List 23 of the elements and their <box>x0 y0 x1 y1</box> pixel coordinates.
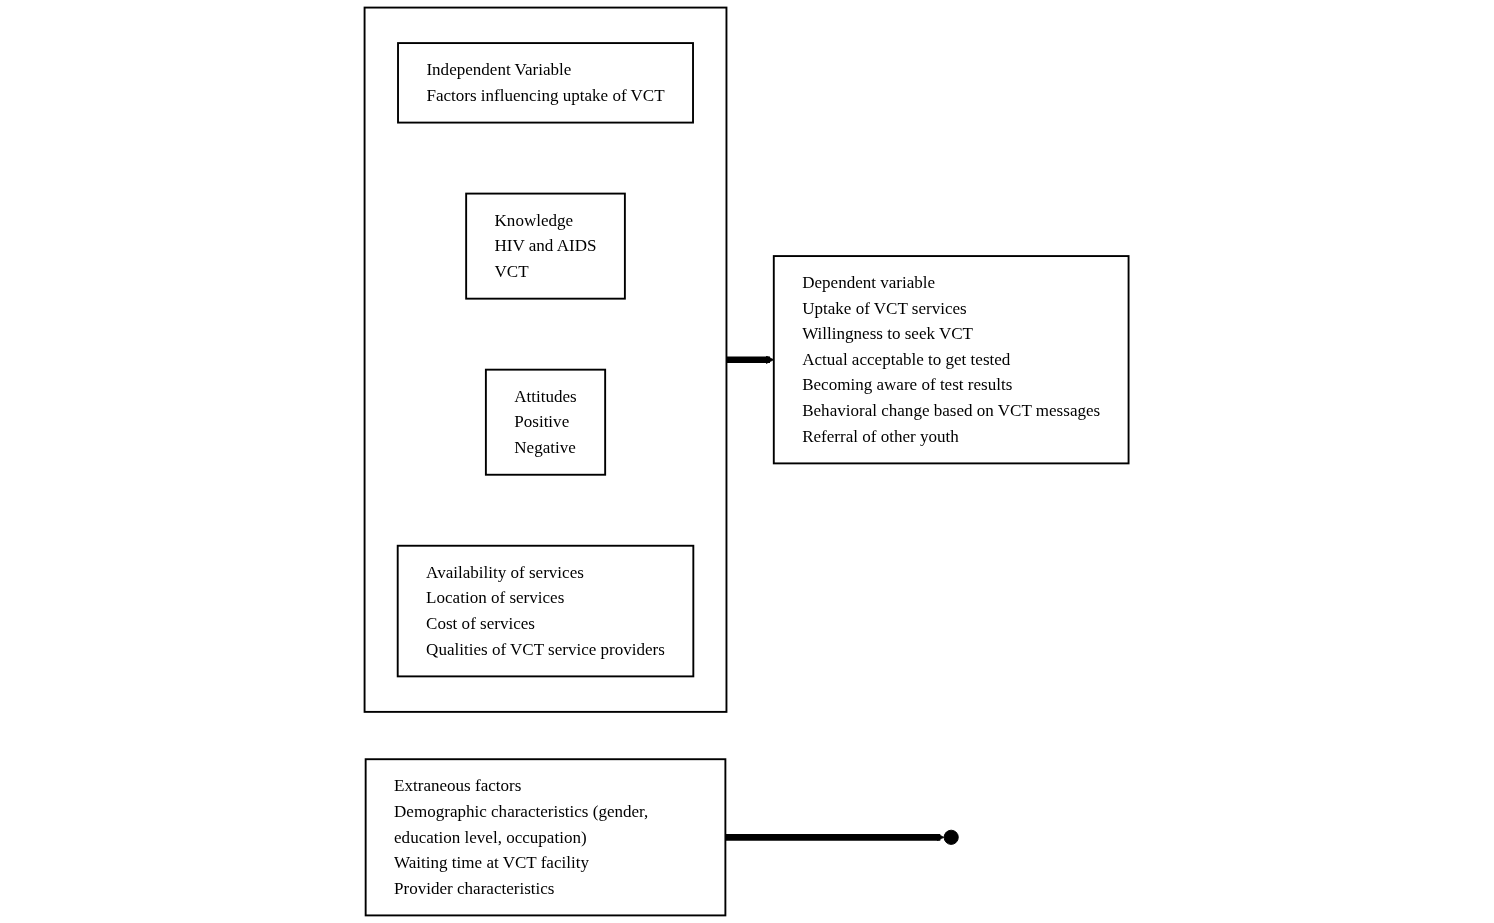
node-label: Qualities of VCT service providers <box>426 639 666 659</box>
node-label: Availability of services <box>426 562 585 582</box>
text-box: Extraneous factors Demographic characteristics (gender, education level, occupation) Waiting time at VCT facility Provider characteristics <box>365 758 727 917</box>
node-label: Uptake of VCT services <box>802 298 968 318</box>
node-label: Actual acceptable to get tested <box>802 349 1011 369</box>
text-box: Dependent variable Uptake of VCT services Willingness to seek VCT Actual acceptable to get tested Becoming aware of test results Behavioral change based on VCT messages Referral of other youth <box>773 255 1130 465</box>
arrow <box>725 833 945 842</box>
node-label: Waiting time at VCT facility <box>394 852 590 872</box>
node-label: Cost of services <box>426 613 536 633</box>
text-box: Attitudes Positive Negative <box>485 368 607 476</box>
text-box: Knowledge HIV and AIDS VCT <box>465 192 627 300</box>
node-label: Referral of other youth <box>802 426 960 446</box>
node-label: Demographic characteristics (gender, education level, occupation) <box>394 801 649 847</box>
node-label: Location of services <box>426 588 565 608</box>
node-label: Provider characteristics <box>394 878 555 898</box>
text-box: Availability of services Location of services Cost of services Qualities of VCT service providers <box>397 544 695 678</box>
node-label: Becoming aware of test results <box>802 375 1013 395</box>
node-label: Extraneous factors <box>394 776 522 796</box>
node-label: Willingness to seek VCT <box>802 324 974 344</box>
arrow <box>726 355 775 364</box>
text-box: Independent Variable Factors influencing uptake of VCT <box>397 42 695 124</box>
node-label: Dependent variable <box>802 273 936 293</box>
node-label: Behavioral change based on VCT messages <box>802 400 1101 420</box>
